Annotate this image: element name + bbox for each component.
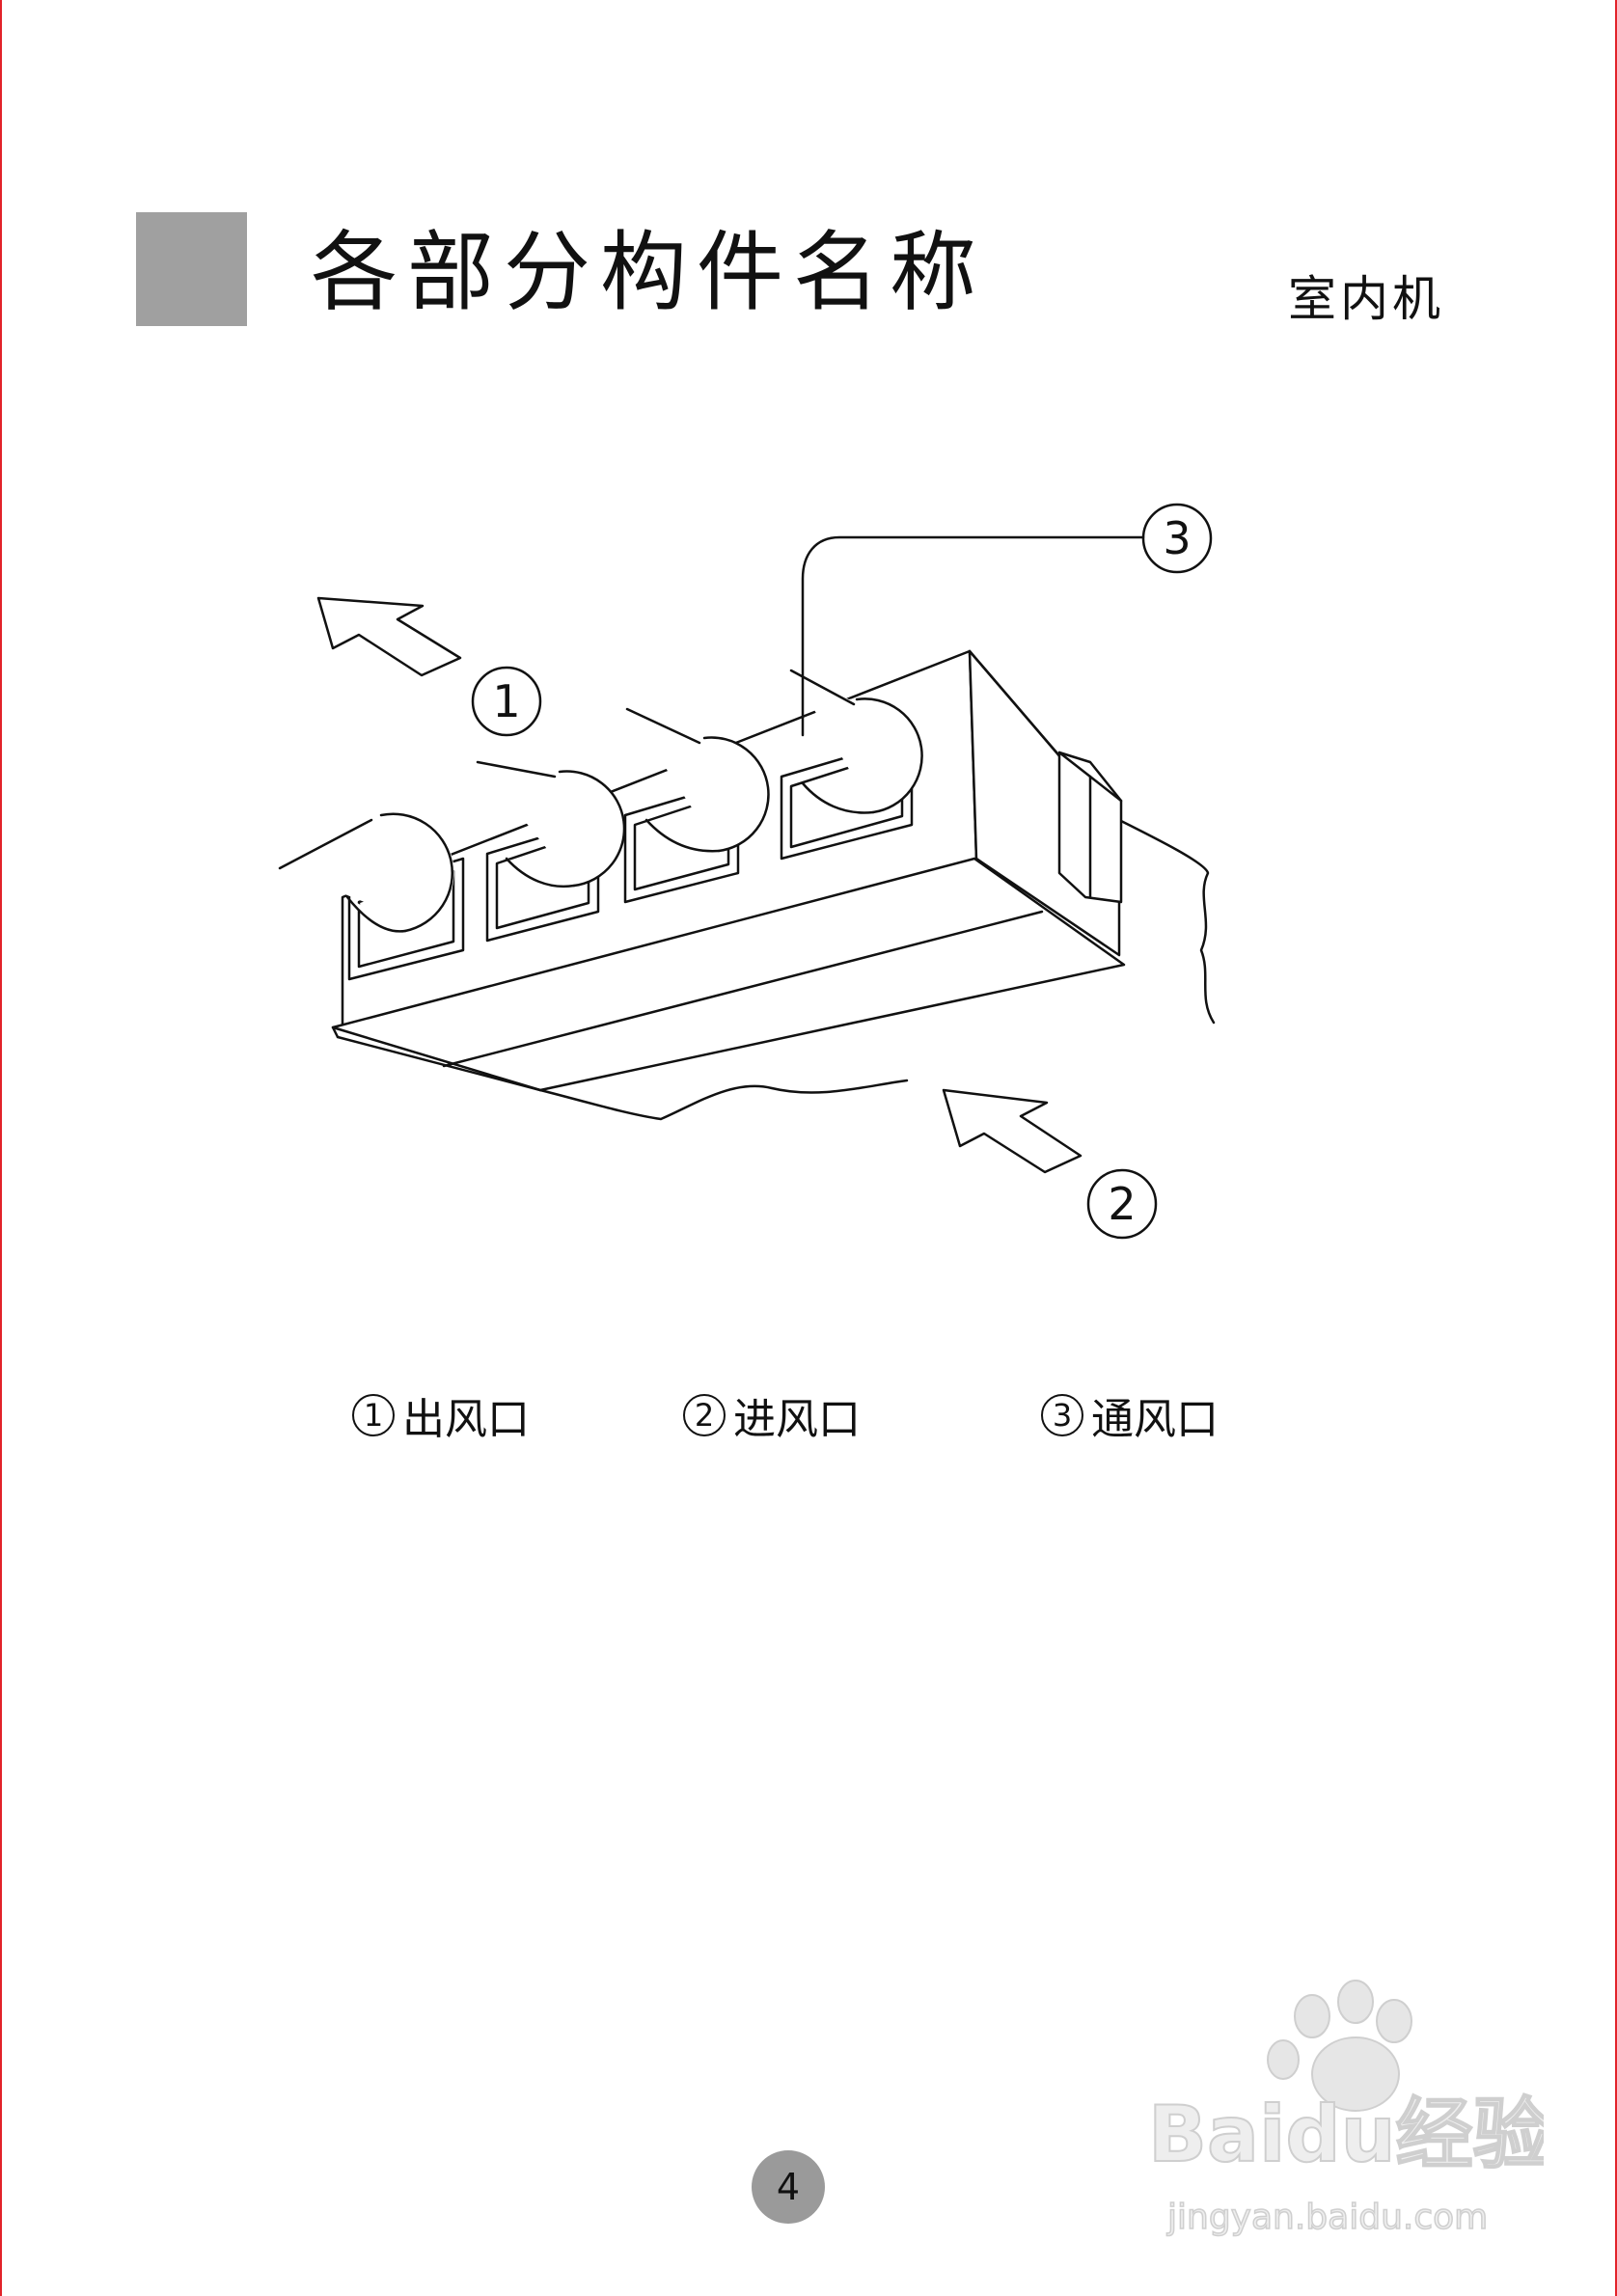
outlet-arrow <box>316 596 462 677</box>
inlet-panel-edge-b <box>336 1035 542 1092</box>
legend-number: 3 <box>1041 1394 1083 1436</box>
inlet-panel <box>331 857 1126 1092</box>
baidu-watermark-logo: Baidu经验 jingyan.baidu.com <box>1147 1980 1544 2238</box>
watermark-url: jingyan.baidu.com <box>1166 2198 1488 2237</box>
paw-toe-icon <box>1376 1999 1412 2043</box>
legend-number: 2 <box>683 1394 726 1436</box>
legend-number: 1 <box>352 1394 395 1436</box>
legend-item-outlet: 1 出风口 <box>352 1381 530 1449</box>
inlet-panel-line <box>442 910 1044 1068</box>
legend-item-vent: 3 通风口 <box>1041 1381 1219 1449</box>
ceiling-outline-lower <box>538 1079 909 1121</box>
callout-1-circle <box>471 666 542 737</box>
page-title: 各部分构件名称 <box>311 222 986 323</box>
unit-top-edge <box>968 649 1058 754</box>
inlet-arrow <box>942 1088 1083 1174</box>
callout-2-circle <box>1086 1168 1158 1240</box>
watermark-brand: Baidu经验 <box>1148 2090 1544 2179</box>
ceiling-outline <box>1117 818 1216 1025</box>
duct-pipes <box>278 669 923 933</box>
control-box-edge-3 <box>1088 775 1123 803</box>
callout-3-leader <box>801 535 1145 737</box>
section-marker <box>136 212 247 326</box>
page-number-badge: 4 <box>752 2150 825 2224</box>
paw-pad-icon <box>1311 2036 1400 2112</box>
legend-label: 出风口 <box>402 1395 530 1444</box>
control-box-edge <box>1057 751 1092 779</box>
paw-toe-icon <box>1267 2039 1300 2080</box>
legend-label: 进风口 <box>733 1395 861 1444</box>
callout-3-label: 3 <box>1163 512 1191 564</box>
page-edge-left <box>0 0 2 2296</box>
inlet-panel-edge <box>331 1025 340 1039</box>
callout-1-label: 1 <box>492 675 520 727</box>
page-subtitle: 室内机 <box>1288 271 1444 327</box>
callout-2-label: 2 <box>1108 1178 1136 1230</box>
paw-toe-icon <box>1337 1980 1374 2024</box>
legend-label: 通风口 <box>1091 1395 1219 1444</box>
paw-toe-icon <box>1294 1994 1330 2038</box>
page-edge-right <box>1615 0 1617 2296</box>
legend-item-inlet: 2 进风口 <box>683 1381 861 1449</box>
